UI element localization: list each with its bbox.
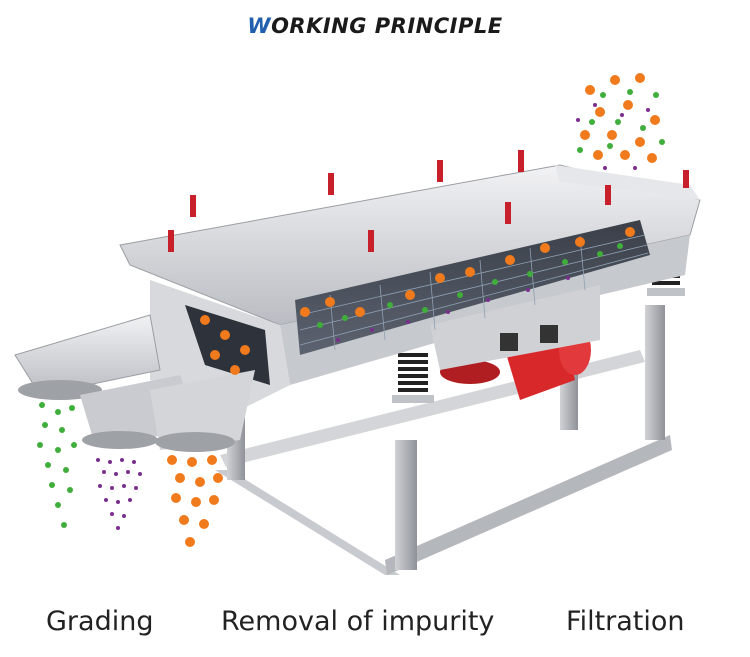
page-title: WORKING PRINCIPLE bbox=[0, 14, 750, 38]
sieve-body bbox=[119, 164, 701, 410]
vibrating-sieve-machine-illustration bbox=[14, 73, 701, 575]
clamp-handles bbox=[168, 150, 689, 252]
caption-removal-of-impurity: Removal of impurity bbox=[221, 606, 495, 637]
output-purple-particles bbox=[96, 458, 142, 530]
title-first-letter: W bbox=[247, 14, 272, 38]
feed-particles bbox=[576, 73, 665, 170]
title-rest: ORKING PRINCIPLE bbox=[271, 14, 503, 38]
caption-grading: Grading bbox=[46, 606, 154, 637]
outlet-troughs bbox=[14, 314, 255, 452]
output-green-particles bbox=[37, 402, 77, 528]
caption-filtration: Filtration bbox=[566, 606, 685, 637]
output-orange-particles bbox=[167, 455, 223, 547]
screen-particles bbox=[200, 227, 635, 375]
